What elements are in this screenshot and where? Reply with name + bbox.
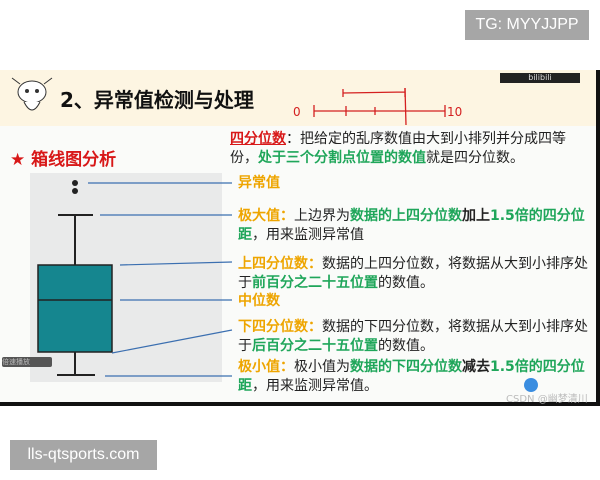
item-q1: 下四分位数：数据的下四分位数，将数据从大到小排序处于后百分之二十五位置的数值。 xyxy=(238,318,598,356)
item-highlight: 后百分之二十五位置 xyxy=(252,338,378,354)
item-label: 上四分位数： xyxy=(238,256,322,272)
item-highlight: 数据的下四分位数 xyxy=(350,359,462,375)
item-text: 加上 xyxy=(462,208,490,224)
hand-label-left: 0 xyxy=(293,105,301,119)
item-label: 中位数 xyxy=(238,293,280,309)
item-outlier: 异常值 xyxy=(238,174,598,193)
item-text: 极小值为 xyxy=(294,359,350,375)
hand-label-right: 10 xyxy=(447,105,462,119)
arrow-q1 xyxy=(111,329,233,354)
item-label: 极小值： xyxy=(238,359,294,375)
item-text: 的数值。 xyxy=(378,275,434,291)
item-label: 异常值 xyxy=(238,175,280,191)
floating-button[interactable] xyxy=(524,378,538,392)
item-label: 下四分位数： xyxy=(238,319,322,335)
slide-header xyxy=(0,70,596,126)
frame-border xyxy=(596,70,600,406)
outlier-point xyxy=(72,188,78,194)
bilibili-logo: bilibili xyxy=(500,73,580,83)
definition-term: 四分位数 xyxy=(230,131,286,147)
site-overlay-label: lls-qtsports.com xyxy=(10,440,157,470)
section-heading: ★ 箱线图分析 xyxy=(10,150,117,170)
item-min: 极小值：极小值为数据的下四分位数减去1.5倍的四分位距，用来监测异常值。 xyxy=(238,358,598,396)
definition-part: 就是四分位数。 xyxy=(426,150,524,166)
playback-speed-label: 倍速播放 xyxy=(2,358,30,366)
item-text: 减去 xyxy=(462,359,490,375)
tg-overlay-label: TG: MYYJJPP xyxy=(465,10,589,40)
box xyxy=(37,264,113,353)
item-q3: 上四分位数：数据的上四分位数，将数据从大到小排序处于前百分之二十五位置的数值。 xyxy=(238,255,598,293)
item-median: 中位数 xyxy=(238,292,598,311)
item-max: 极大值：上边界为数据的上四分位数加上1.5倍的四分位距，用来监测异常值 xyxy=(238,207,598,245)
arrow-q3 xyxy=(119,261,233,266)
item-highlight: 数据的上四分位数 xyxy=(350,208,462,224)
item-highlight: 1.5倍的四分位距 xyxy=(238,359,585,394)
mascot-icon xyxy=(11,77,53,111)
item-text: 的数值。 xyxy=(378,338,434,354)
frame-border xyxy=(0,402,600,406)
handwritten-number-line: 0 10 xyxy=(293,87,462,126)
item-highlight: 前百分之二十五位置 xyxy=(252,275,378,291)
item-text: 上边界为 xyxy=(294,208,350,224)
slide-title: 2、异常值检测与处理 xyxy=(60,88,254,112)
definition-highlight: 处于三个分割点位置的数值 xyxy=(258,150,426,166)
item-text: ，用来监测异常值 xyxy=(252,227,364,243)
item-text: ，用来监测异常值。 xyxy=(252,378,378,394)
boxplot-diagram xyxy=(37,180,233,377)
definition-text: 四分位数：把给定的乱序数值由大到小排列并分成四等份，处于三个分割点位置的数值就是… xyxy=(230,130,590,168)
item-text: 数据的上四分位数，将数据从大到小排序处于 xyxy=(238,256,588,291)
csdn-watermark: CSDN @幽梦清川 xyxy=(506,394,588,405)
item-text: 数据的下四分位数，将数据从大到小排序处于 xyxy=(238,319,588,354)
playback-speed-control[interactable]: 倍速播放 xyxy=(2,357,52,367)
outlier-point xyxy=(72,180,78,186)
item-label: 极大值： xyxy=(238,208,294,224)
item-highlight: 1.5倍的四分位距 xyxy=(238,208,585,243)
definition-part: ：把给定的乱序数值由大到小排列并分成四等份， xyxy=(230,131,566,166)
